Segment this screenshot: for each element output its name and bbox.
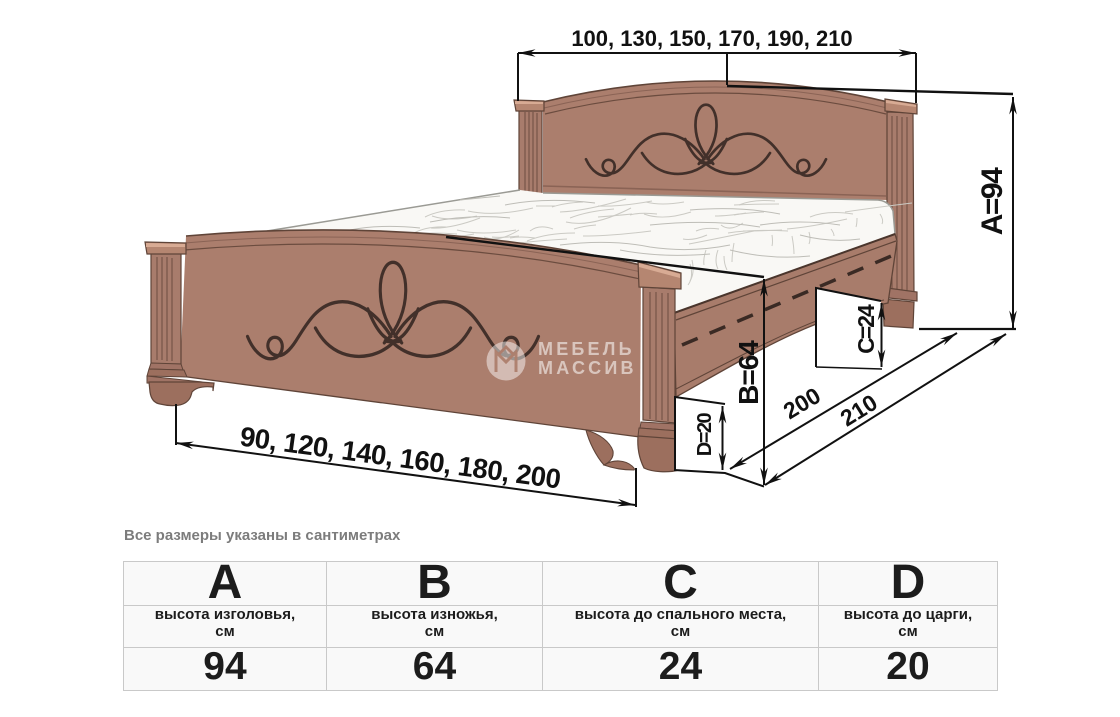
svg-text:90, 120, 140, 160, 180, 200: 90, 120, 140, 160, 180, 200 xyxy=(238,421,562,495)
svg-text:МЕБЕЛЬ: МЕБЕЛЬ xyxy=(538,339,635,359)
svg-text:210: 210 xyxy=(836,389,882,431)
svg-text:D=20: D=20 xyxy=(694,412,716,456)
svg-text:C=24: C=24 xyxy=(853,304,879,354)
svg-text:100, 130, 150, 170, 190, 210: 100, 130, 150, 170, 190, 210 xyxy=(571,26,852,51)
svg-text:200: 200 xyxy=(779,382,825,424)
svg-text:B=64: B=64 xyxy=(733,340,764,405)
svg-text:МАССИВ: МАССИВ xyxy=(538,358,637,378)
svg-text:A=94: A=94 xyxy=(976,167,1009,235)
